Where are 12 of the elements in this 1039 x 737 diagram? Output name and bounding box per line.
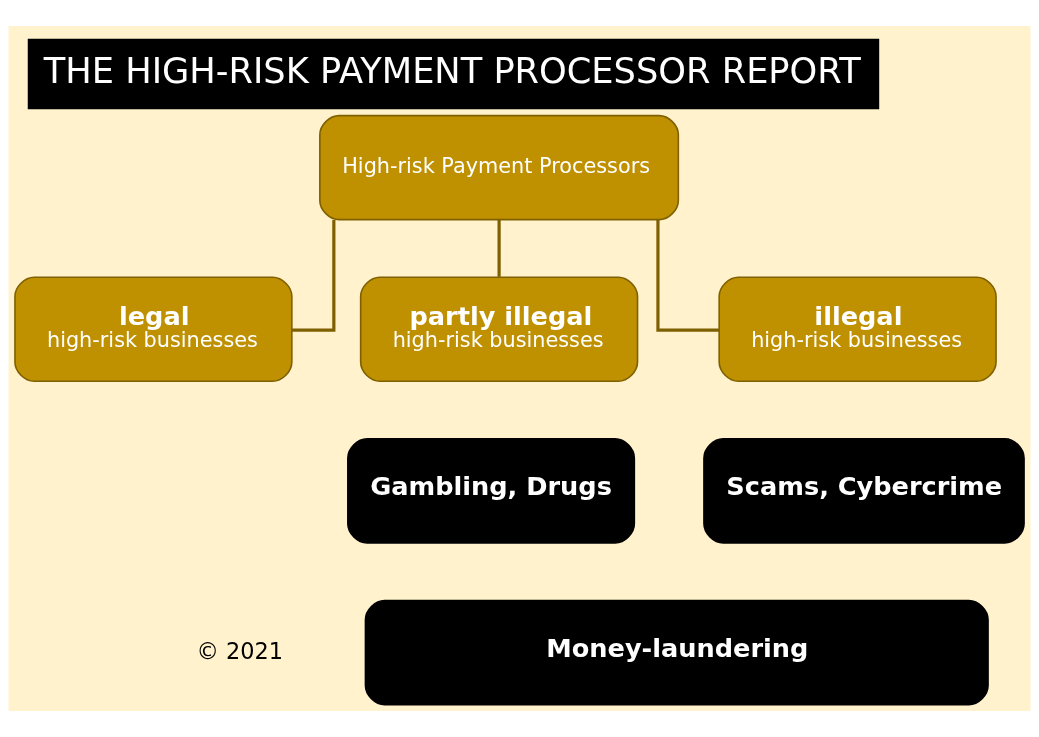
node-box: Gambling, Drugs	[347, 438, 636, 544]
diagram-title: THE HIGH-RISK PAYMENT PROCESSOR REPORT	[43, 49, 861, 91]
connector	[656, 219, 719, 332]
node-box: illegal high-risk businesses	[718, 276, 997, 383]
node-box: Scams, Cybercrime	[703, 438, 1025, 544]
node-box: Money-laundering	[364, 599, 989, 706]
connector	[497, 219, 501, 277]
node-box: High-risk Payment Processors	[319, 114, 680, 221]
label: © 2021	[196, 637, 284, 664]
node-box: partly illegal high-risk businesses	[359, 276, 639, 383]
connector	[292, 219, 336, 332]
node-box: legal high-risk businesses	[14, 276, 293, 383]
